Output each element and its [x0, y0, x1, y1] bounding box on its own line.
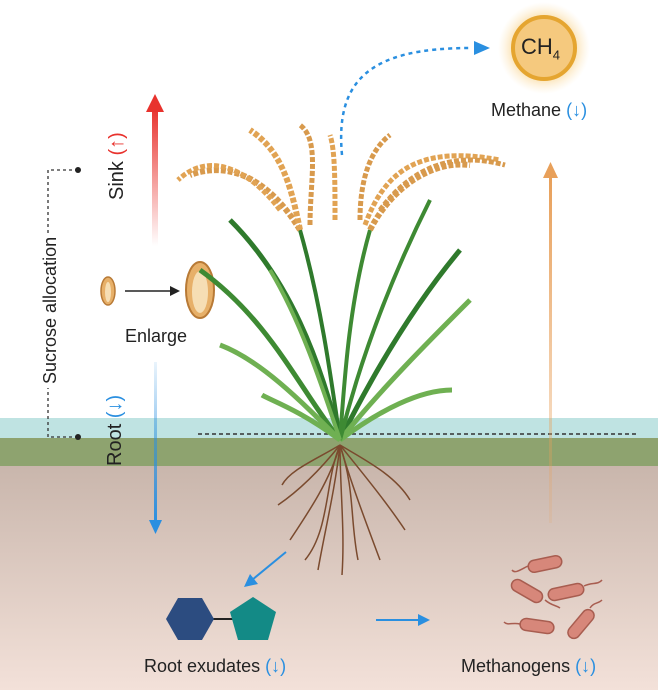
methanogens-icon — [503, 554, 603, 640]
enlarge-label: Enlarge — [125, 326, 188, 346]
methane-label: Methane (↓) — [491, 100, 587, 121]
sink-up-arrow — [146, 94, 164, 246]
sucrose-allocation-text: Sucrose allocation — [40, 236, 60, 384]
sink-text: Sink — [106, 161, 128, 200]
exudate-arrow — [244, 551, 287, 587]
methane-up-arrow — [543, 162, 558, 523]
methane-text: Methane — [491, 100, 562, 120]
sink-label: Sink (↑) — [106, 132, 129, 200]
root-exudates-label: Root exudates (↓) — [144, 656, 286, 677]
methane-emission-arrow — [339, 41, 490, 156]
sucrose-allocation-label: Sucrose allocation — [40, 232, 61, 388]
methane-ch4-icon — [498, 2, 590, 94]
root-exudates-text: Root exudates — [144, 656, 261, 676]
root-text: Root — [104, 423, 126, 466]
root-exudates-icon — [166, 597, 276, 640]
root-arrow-text: (↓) — [104, 394, 126, 419]
root-exudates-arrow-text: (↓) — [265, 656, 287, 676]
sink-arrow-text: (↑) — [106, 132, 128, 156]
methane-arrow-text: (↓) — [566, 100, 588, 120]
root-label: Root (↓) — [104, 395, 127, 466]
rice-plant-illustration — [176, 123, 506, 576]
exudate-to-methanogen-arrow — [376, 614, 430, 626]
soil-layer — [0, 466, 658, 690]
ch4-text: CH — [521, 34, 553, 59]
methanogens-label: Methanogens (↓) — [461, 656, 596, 677]
root-down-arrow — [149, 362, 162, 534]
ch4-subscript: 4 — [552, 47, 561, 63]
enlarge-arrow — [125, 286, 180, 296]
ch4-formula: CH4 — [521, 34, 560, 62]
small-grain-icon — [100, 276, 116, 306]
methanogens-text: Methanogens — [461, 656, 571, 676]
methanogens-arrow-text: (↓) — [575, 656, 597, 676]
